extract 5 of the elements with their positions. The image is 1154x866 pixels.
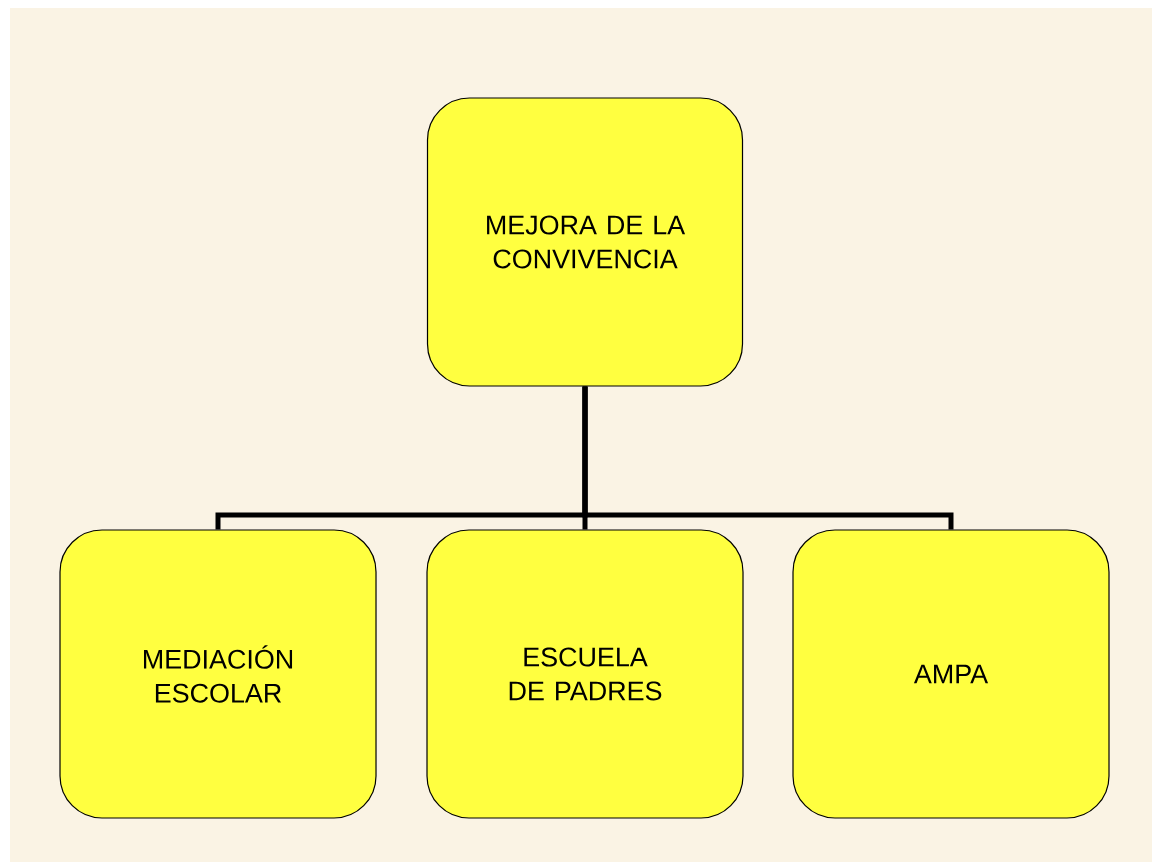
rounded-box: MEJORA DE LA CONVIVENCIA (426, 97, 744, 387)
rounded-box: MEDIACIÓN ESCOLAR (59, 529, 377, 819)
rounded-box: AMPA (792, 529, 1110, 819)
rounded-box: ESCUELA DE PADRES (426, 529, 744, 819)
connector-line (582, 386, 954, 530)
